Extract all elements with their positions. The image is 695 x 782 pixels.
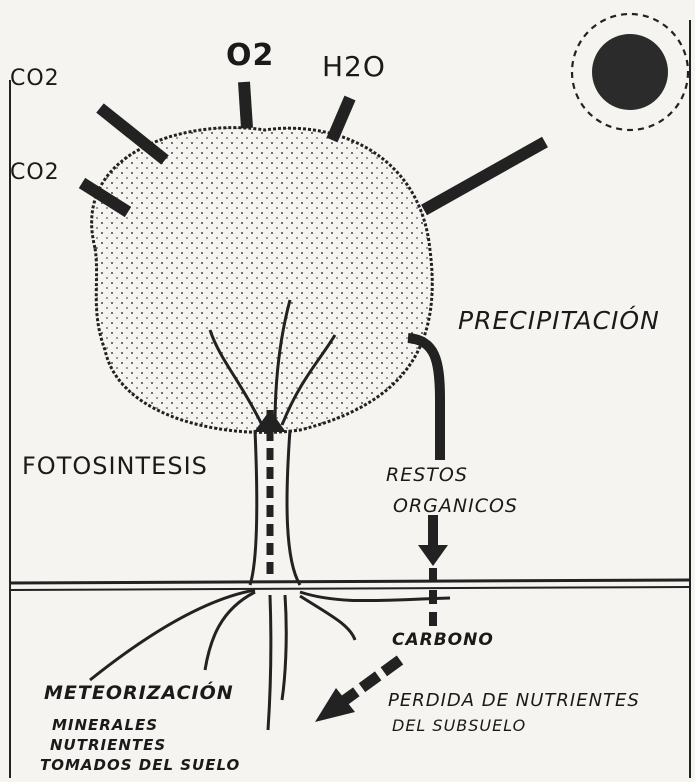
perdida-label-line1: PERDIDA DE NUTRIENTES — [388, 690, 640, 711]
perdida-label-line2: DEL SUBSUELO — [392, 716, 526, 735]
restos-label-line1: RESTOS — [386, 464, 468, 486]
o2-arrow — [244, 82, 247, 128]
carbono-label: CARBONO — [392, 630, 494, 650]
restos-down-arrow — [418, 515, 448, 630]
ground-line — [10, 580, 690, 590]
meteorizacion-label: METEORIZACIÓN — [44, 682, 234, 704]
minerales-label-line3: TOMADOS DEL SUELO — [40, 756, 240, 774]
tree-canopy — [92, 128, 433, 433]
o2-label: O2 — [226, 38, 274, 73]
sunlight-arrow — [424, 142, 545, 210]
co2-label-mid: CO2 — [10, 160, 60, 185]
sun-icon — [572, 14, 688, 130]
restos-label-line2: ORGANICOS — [393, 495, 518, 517]
fotosintesis-label: FOTOSINTESIS — [22, 452, 208, 480]
co2-label-top: CO2 — [10, 66, 60, 91]
precipitacion-label: PRECIPITACIÓN — [458, 306, 660, 335]
h2o-label: H2O — [322, 50, 386, 83]
minerales-label-line2: NUTRIENTES — [50, 736, 166, 754]
minerales-label-line1: MINERALES — [52, 716, 158, 734]
h2o-arrow — [332, 98, 350, 140]
